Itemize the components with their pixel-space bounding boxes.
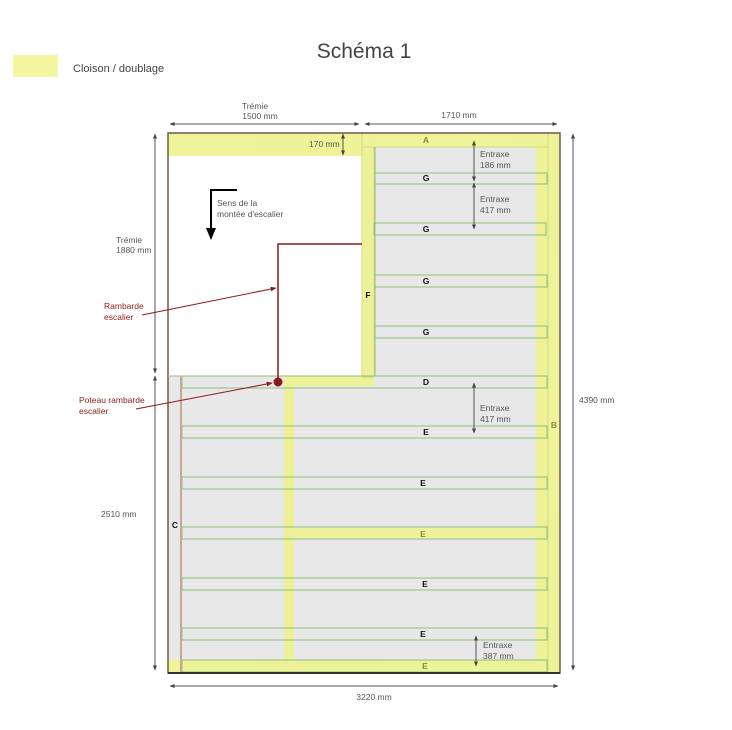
railing-post-label: Poteau rambarde <box>79 395 145 405</box>
partition-E3 <box>294 528 536 538</box>
beam-label-E: E <box>422 579 428 589</box>
railing-post-leader <box>135 381 273 410</box>
dim-tremie-width-label: Trémie <box>242 101 268 111</box>
beam-label-E: E <box>420 629 426 639</box>
beam-label-F: F <box>365 290 370 300</box>
legend-label: Cloison / doublage <box>73 63 164 75</box>
entraxe-value: 387 mm <box>483 651 514 661</box>
beam-label-G: G <box>423 224 430 234</box>
entraxe-label: Entraxe <box>483 640 513 650</box>
partition-under-D <box>284 376 374 386</box>
partition-bottom <box>168 660 548 673</box>
entraxe-label: Entraxe <box>480 149 510 159</box>
legend-swatch <box>13 55 58 77</box>
dim-tremie-width-value: 1500 mm <box>242 111 277 121</box>
beam-label-E: E <box>422 661 428 671</box>
dimension-lines <box>153 122 575 688</box>
joists <box>181 147 548 673</box>
dim-lower-height: 2510 mm <box>101 509 136 519</box>
beam-label-C: C <box>172 520 178 530</box>
beam-label-B: B <box>551 420 557 430</box>
dim-tremie-height-label: Trémie <box>116 235 142 245</box>
dim-tremie-height-value: 1880 mm <box>116 245 151 255</box>
stair-direction-arrow-icon <box>206 189 237 240</box>
entraxe-label: Entraxe <box>480 194 510 204</box>
beam-label-E: E <box>423 427 429 437</box>
partition-A <box>362 133 548 147</box>
dim-right-width: 1710 mm <box>441 110 476 120</box>
beam-label-A: A <box>423 135 429 145</box>
beam-label-G: G <box>423 327 430 337</box>
beam-label-G: G <box>423 173 430 183</box>
entraxe-label: Entraxe <box>480 403 510 413</box>
partition-top-tremie <box>168 133 362 156</box>
entraxe-value: 417 mm <box>480 205 511 215</box>
entraxe-value: 186 mm <box>480 160 511 170</box>
railing-label: escalier <box>104 312 133 322</box>
beam-label-G: G <box>423 276 430 286</box>
beam-label-D: D <box>423 377 429 387</box>
stair-direction-label: Sens de la <box>217 198 257 208</box>
joist-G2 <box>373 222 547 236</box>
beam-label-E: E <box>420 529 426 539</box>
railing-label: Rambarde <box>104 301 144 311</box>
railing-post <box>273 377 283 387</box>
dim-total-width: 3220 mm <box>356 692 391 702</box>
entraxe-value: 417 mm <box>480 414 511 424</box>
stair-railing <box>277 243 362 382</box>
railing-leader <box>141 286 277 316</box>
partition-F <box>362 147 374 377</box>
dim-top-partition: 170 mm <box>309 139 340 149</box>
stair-direction-label: montée d'escalier <box>217 209 284 219</box>
diagram-title: Schéma 1 <box>317 40 412 63</box>
railing-post-label: escalier <box>79 406 108 416</box>
beam-label-E: E <box>420 478 426 488</box>
floor-area <box>168 147 548 664</box>
dim-total-height: 4390 mm <box>579 395 614 405</box>
partition-vertical-mid <box>284 376 294 673</box>
